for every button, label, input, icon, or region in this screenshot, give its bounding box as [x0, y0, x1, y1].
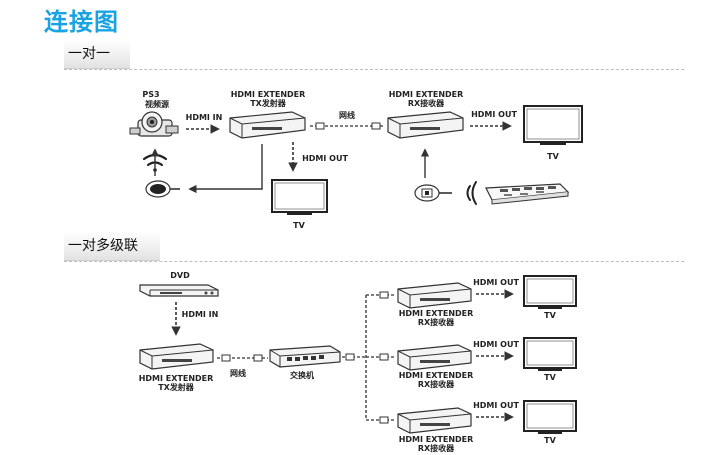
section-one-to-one-label: 一对一 — [64, 40, 130, 69]
tv-icon — [271, 179, 328, 215]
tx-extender-label: HDMI EXTENDER — [231, 90, 306, 99]
rj45-plug-icon — [371, 122, 381, 130]
tx-label: TX发射器 — [250, 98, 287, 108]
hdmi-out-label: HDMI OUT — [302, 154, 348, 163]
rx-extender-label: HDMI EXTENDER — [389, 90, 464, 99]
hdmi-in-label: HDMI IN — [186, 113, 223, 122]
ir-receiver-icon — [414, 184, 452, 202]
rj45-plug-icon — [221, 354, 231, 362]
tv-label: TV — [293, 221, 305, 230]
rx-receiver-device — [397, 344, 472, 371]
ps3-camera-icon — [129, 111, 179, 137]
network-switch-icon — [269, 345, 341, 368]
tv-label: TV — [544, 436, 556, 445]
rj45-plug-icon — [379, 353, 389, 361]
ir-signal-icon — [466, 181, 477, 205]
ir-return-line — [188, 144, 263, 194]
dvd-label: DVD — [170, 271, 190, 280]
rx-extender-label: HDMI EXTENDER — [399, 371, 474, 380]
rx-label: RX接收器 — [418, 317, 455, 327]
tv-label: TV — [544, 311, 556, 320]
rx-hdmi-out-label: HDMI OUT — [473, 278, 519, 287]
rx-label: RX接收器 — [418, 379, 455, 389]
rx-hdmi-out-label: HDMI OUT — [471, 110, 517, 119]
section-divider — [64, 69, 684, 70]
switch-label: 交换机 — [290, 370, 314, 380]
hdmi-in-label: HDMI IN — [182, 310, 219, 319]
section-one-to-many-label: 一对多级联 — [64, 232, 160, 261]
tv-icon — [523, 337, 577, 371]
tv-icon — [523, 275, 577, 309]
tx-extender-label: HDMI EXTENDER — [139, 374, 214, 383]
rj45-plug-icon — [379, 416, 389, 424]
dvd-player-icon — [139, 284, 219, 297]
cable-label: 网线 — [339, 110, 355, 120]
rj45-plug-icon — [253, 354, 263, 362]
rx-hdmi-out-label: HDMI OUT — [473, 401, 519, 410]
page-title: 连接图 — [44, 8, 119, 36]
video-source-label: 视频源 — [145, 99, 169, 109]
ps3-label: PS3 — [142, 90, 159, 99]
rx-hdmi-out-label: HDMI OUT — [473, 340, 519, 349]
rx-label: RX接收器 — [418, 443, 455, 453]
rx-label: RX接收器 — [408, 98, 445, 108]
rj45-plug-icon — [379, 291, 389, 299]
rx-extender-label: HDMI EXTENDER — [399, 309, 474, 318]
rx-extender-label: HDMI EXTENDER — [399, 435, 474, 444]
remote-control-icon — [485, 183, 570, 205]
rx-receiver-device — [387, 111, 464, 139]
tx-label: TX发射器 — [158, 382, 195, 392]
rj45-plug-icon — [345, 353, 355, 361]
tx-transmitter-device — [139, 343, 214, 370]
ir-emitter-icon — [145, 180, 180, 198]
tv-label: TV — [544, 373, 556, 382]
rj45-plug-icon — [315, 122, 325, 130]
section-divider — [64, 261, 684, 262]
rx-receiver-device — [397, 407, 472, 434]
tv-label: TV — [547, 152, 559, 161]
cable-label: 网线 — [230, 368, 246, 378]
tv-icon — [523, 400, 577, 434]
rx-receiver-device — [397, 282, 472, 309]
tv-icon — [523, 105, 583, 145]
tx-transmitter-device — [229, 111, 306, 139]
